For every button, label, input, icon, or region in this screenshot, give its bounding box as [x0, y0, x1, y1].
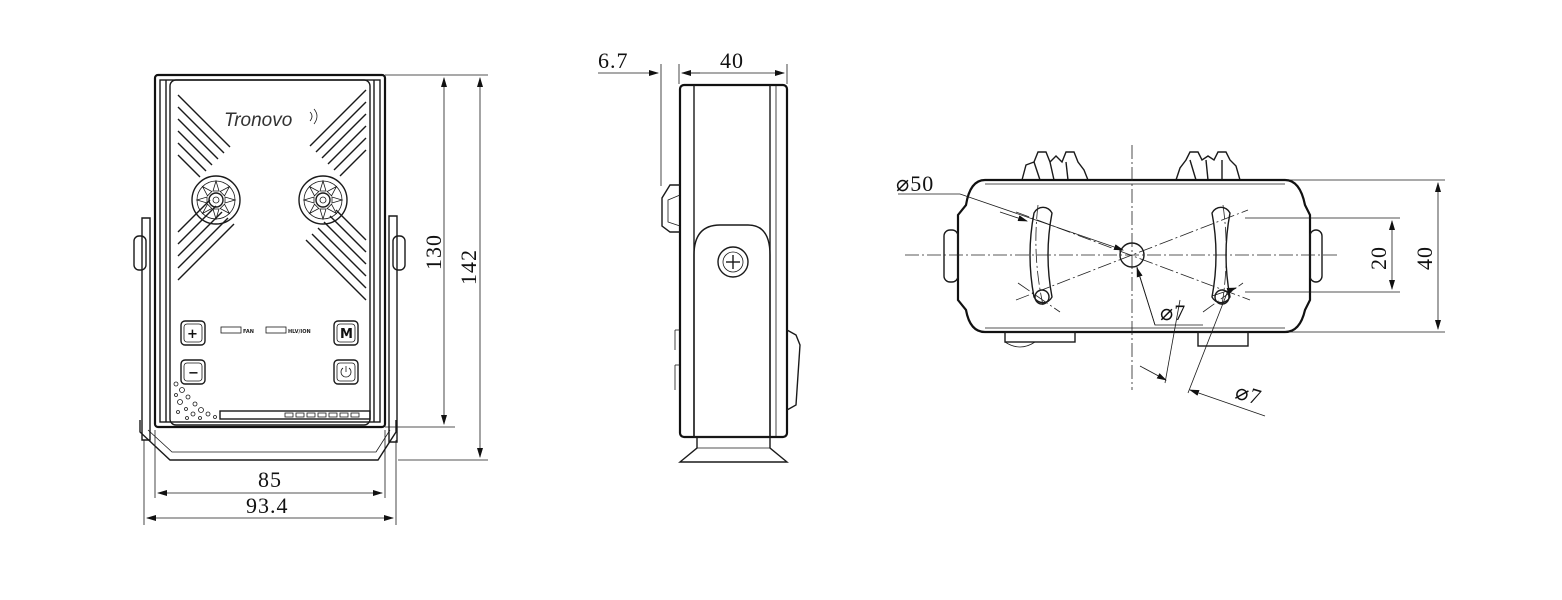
left-bracket	[141, 217, 151, 441]
right-knob	[392, 235, 406, 271]
device-body	[153, 73, 387, 429]
top-dimensions: ⌀50 20 40 ⌀7 ⌀7	[896, 171, 1445, 417]
dim-foot-offset: 6.7	[598, 48, 629, 73]
dim-inner-height: 130	[421, 234, 446, 270]
mode-button[interactable]: M	[333, 320, 359, 346]
dim-inner-width: 85	[258, 467, 282, 492]
side-dimensions: 6.7 40	[598, 48, 788, 186]
side-view: 6.7 40	[598, 48, 801, 463]
front-view: Tronovo FAN HLV/ION	[133, 73, 488, 525]
left-knob	[133, 235, 147, 271]
right-bracket	[388, 215, 398, 443]
left-top-fins	[1021, 151, 1089, 181]
lvl-ion-label: HLV/ION	[288, 329, 311, 335]
plus-button[interactable]: +	[180, 320, 206, 346]
left-fan-vent	[191, 175, 241, 225]
dim-depth: 40	[720, 48, 744, 73]
right-screw-hole	[1214, 289, 1230, 305]
svg-text:−: −	[188, 366, 199, 381]
lvl-indicator	[265, 326, 287, 334]
svg-text:M: M	[340, 327, 353, 342]
bottom-light-strip	[219, 410, 371, 420]
dim-top-height: 40	[1412, 246, 1437, 270]
dim-hole-a: ⌀7	[1160, 300, 1186, 325]
top-view: ⌀50 20 40 ⌀7 ⌀7	[896, 145, 1445, 417]
wifi-icon	[309, 108, 318, 125]
brand-logo: Tronovo	[224, 110, 292, 131]
right-slot	[1211, 206, 1231, 304]
power-button[interactable]	[333, 359, 359, 385]
side-screw	[717, 246, 749, 278]
top-body	[956, 178, 1312, 334]
side-foot	[678, 437, 789, 463]
dim-slot-spacing: 20	[1366, 246, 1391, 270]
power-icon	[340, 366, 352, 378]
right-fan-vent	[298, 175, 348, 225]
right-top-fins	[1175, 151, 1241, 181]
left-slot	[1029, 206, 1053, 304]
fan-indicator	[220, 326, 242, 334]
dim-outer-height: 142	[456, 249, 481, 285]
right-cap	[1309, 229, 1323, 283]
svg-text:+: +	[187, 327, 198, 342]
dim-hole-b: ⌀7	[1233, 379, 1265, 410]
left-cap	[943, 229, 959, 283]
front-panel	[169, 79, 371, 426]
stand-base	[139, 420, 397, 461]
dim-large-diameter: ⌀50	[896, 171, 934, 196]
side-clip	[693, 224, 771, 438]
fan-label: FAN	[243, 329, 254, 335]
front-dimensions: 130 142 85 93.4	[143, 74, 488, 525]
minus-button[interactable]: −	[180, 359, 206, 385]
dim-outer-width: 93.4	[246, 493, 289, 518]
decorative-dots	[173, 381, 217, 420]
